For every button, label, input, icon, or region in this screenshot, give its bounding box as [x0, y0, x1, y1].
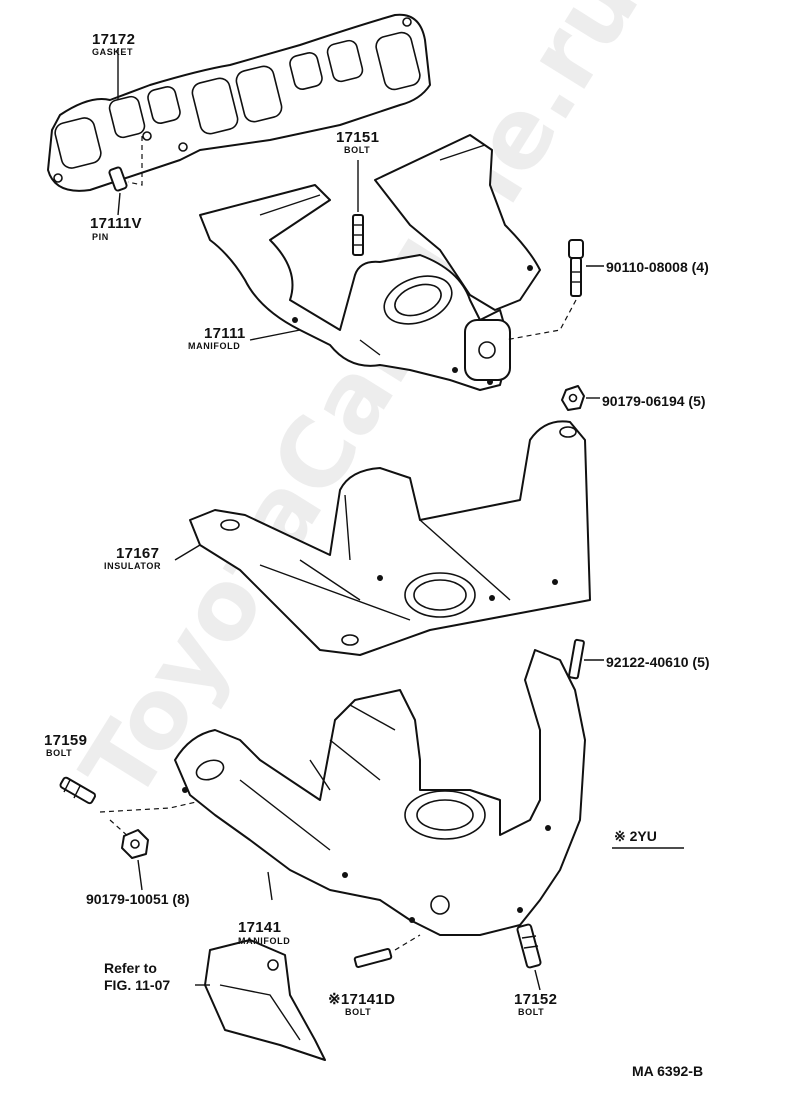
stud-92122-drawing[interactable]	[568, 638, 604, 680]
bolt-17159-name: BOLT	[46, 748, 73, 758]
insulator-drawing[interactable]	[174, 420, 591, 656]
bolt-17159-drawing[interactable]	[59, 776, 206, 839]
bolt-90110-drawing[interactable]	[504, 239, 604, 341]
exhaust-manifold-number: 17141	[238, 919, 282, 936]
nut-90179-06194-number: 90179-06194 (5)	[602, 393, 706, 409]
pin-number: 17111V	[90, 215, 142, 232]
bolt-17152-number: 17152	[514, 991, 558, 1008]
bolt-90110-number: 90110-08008 (4)	[606, 259, 709, 275]
bolt-17141d-number: ※17141D	[328, 991, 396, 1008]
pin-drawing[interactable]	[108, 136, 143, 216]
nut-90179-10051-number: 90179-10051 (8)	[86, 891, 190, 907]
engine-note: ※ 2YU	[614, 828, 657, 844]
nut-90179-10051-drawing[interactable]	[121, 829, 149, 891]
bolt-17151-name: BOLT	[344, 145, 371, 155]
gasket-drawing[interactable]	[47, 13, 431, 192]
bolt-17151-drawing[interactable]	[352, 160, 364, 256]
gasket-name: GASKET	[92, 47, 134, 57]
figure-code: MA 6392-B	[632, 1063, 704, 1079]
bolt-17141d-drawing[interactable]	[353, 934, 421, 969]
bolt-17141d-name: BOLT	[345, 1007, 372, 1017]
intake-manifold-drawing[interactable]	[199, 134, 541, 391]
insulator-number: 17167	[116, 545, 160, 562]
nut-90179-06194-drawing[interactable]	[561, 385, 600, 411]
heat-shield-drawing[interactable]	[195, 939, 326, 1061]
bolt-17152-drawing[interactable]	[516, 923, 542, 991]
gasket-number: 17172	[92, 31, 136, 48]
intake-manifold-number: 17111	[204, 325, 246, 342]
intake-manifold-name: MANIFOLD	[188, 341, 241, 351]
refer-line-1: Refer to	[104, 960, 157, 976]
refer-line-2: FIG. 11-07	[104, 977, 171, 993]
exhaust-manifold-name: MANIFOLD	[238, 936, 291, 946]
pin-name: PIN	[92, 232, 109, 242]
insulator-name: INSULATOR	[104, 561, 162, 571]
bolt-17152-name: BOLT	[518, 1007, 545, 1017]
bolt-17151-number: 17151	[336, 129, 380, 146]
bolt-17159-number: 17159	[44, 732, 88, 749]
exhaust-manifold-drawing[interactable]	[174, 649, 586, 936]
stud-92122-number: 92122-40610 (5)	[606, 654, 710, 670]
